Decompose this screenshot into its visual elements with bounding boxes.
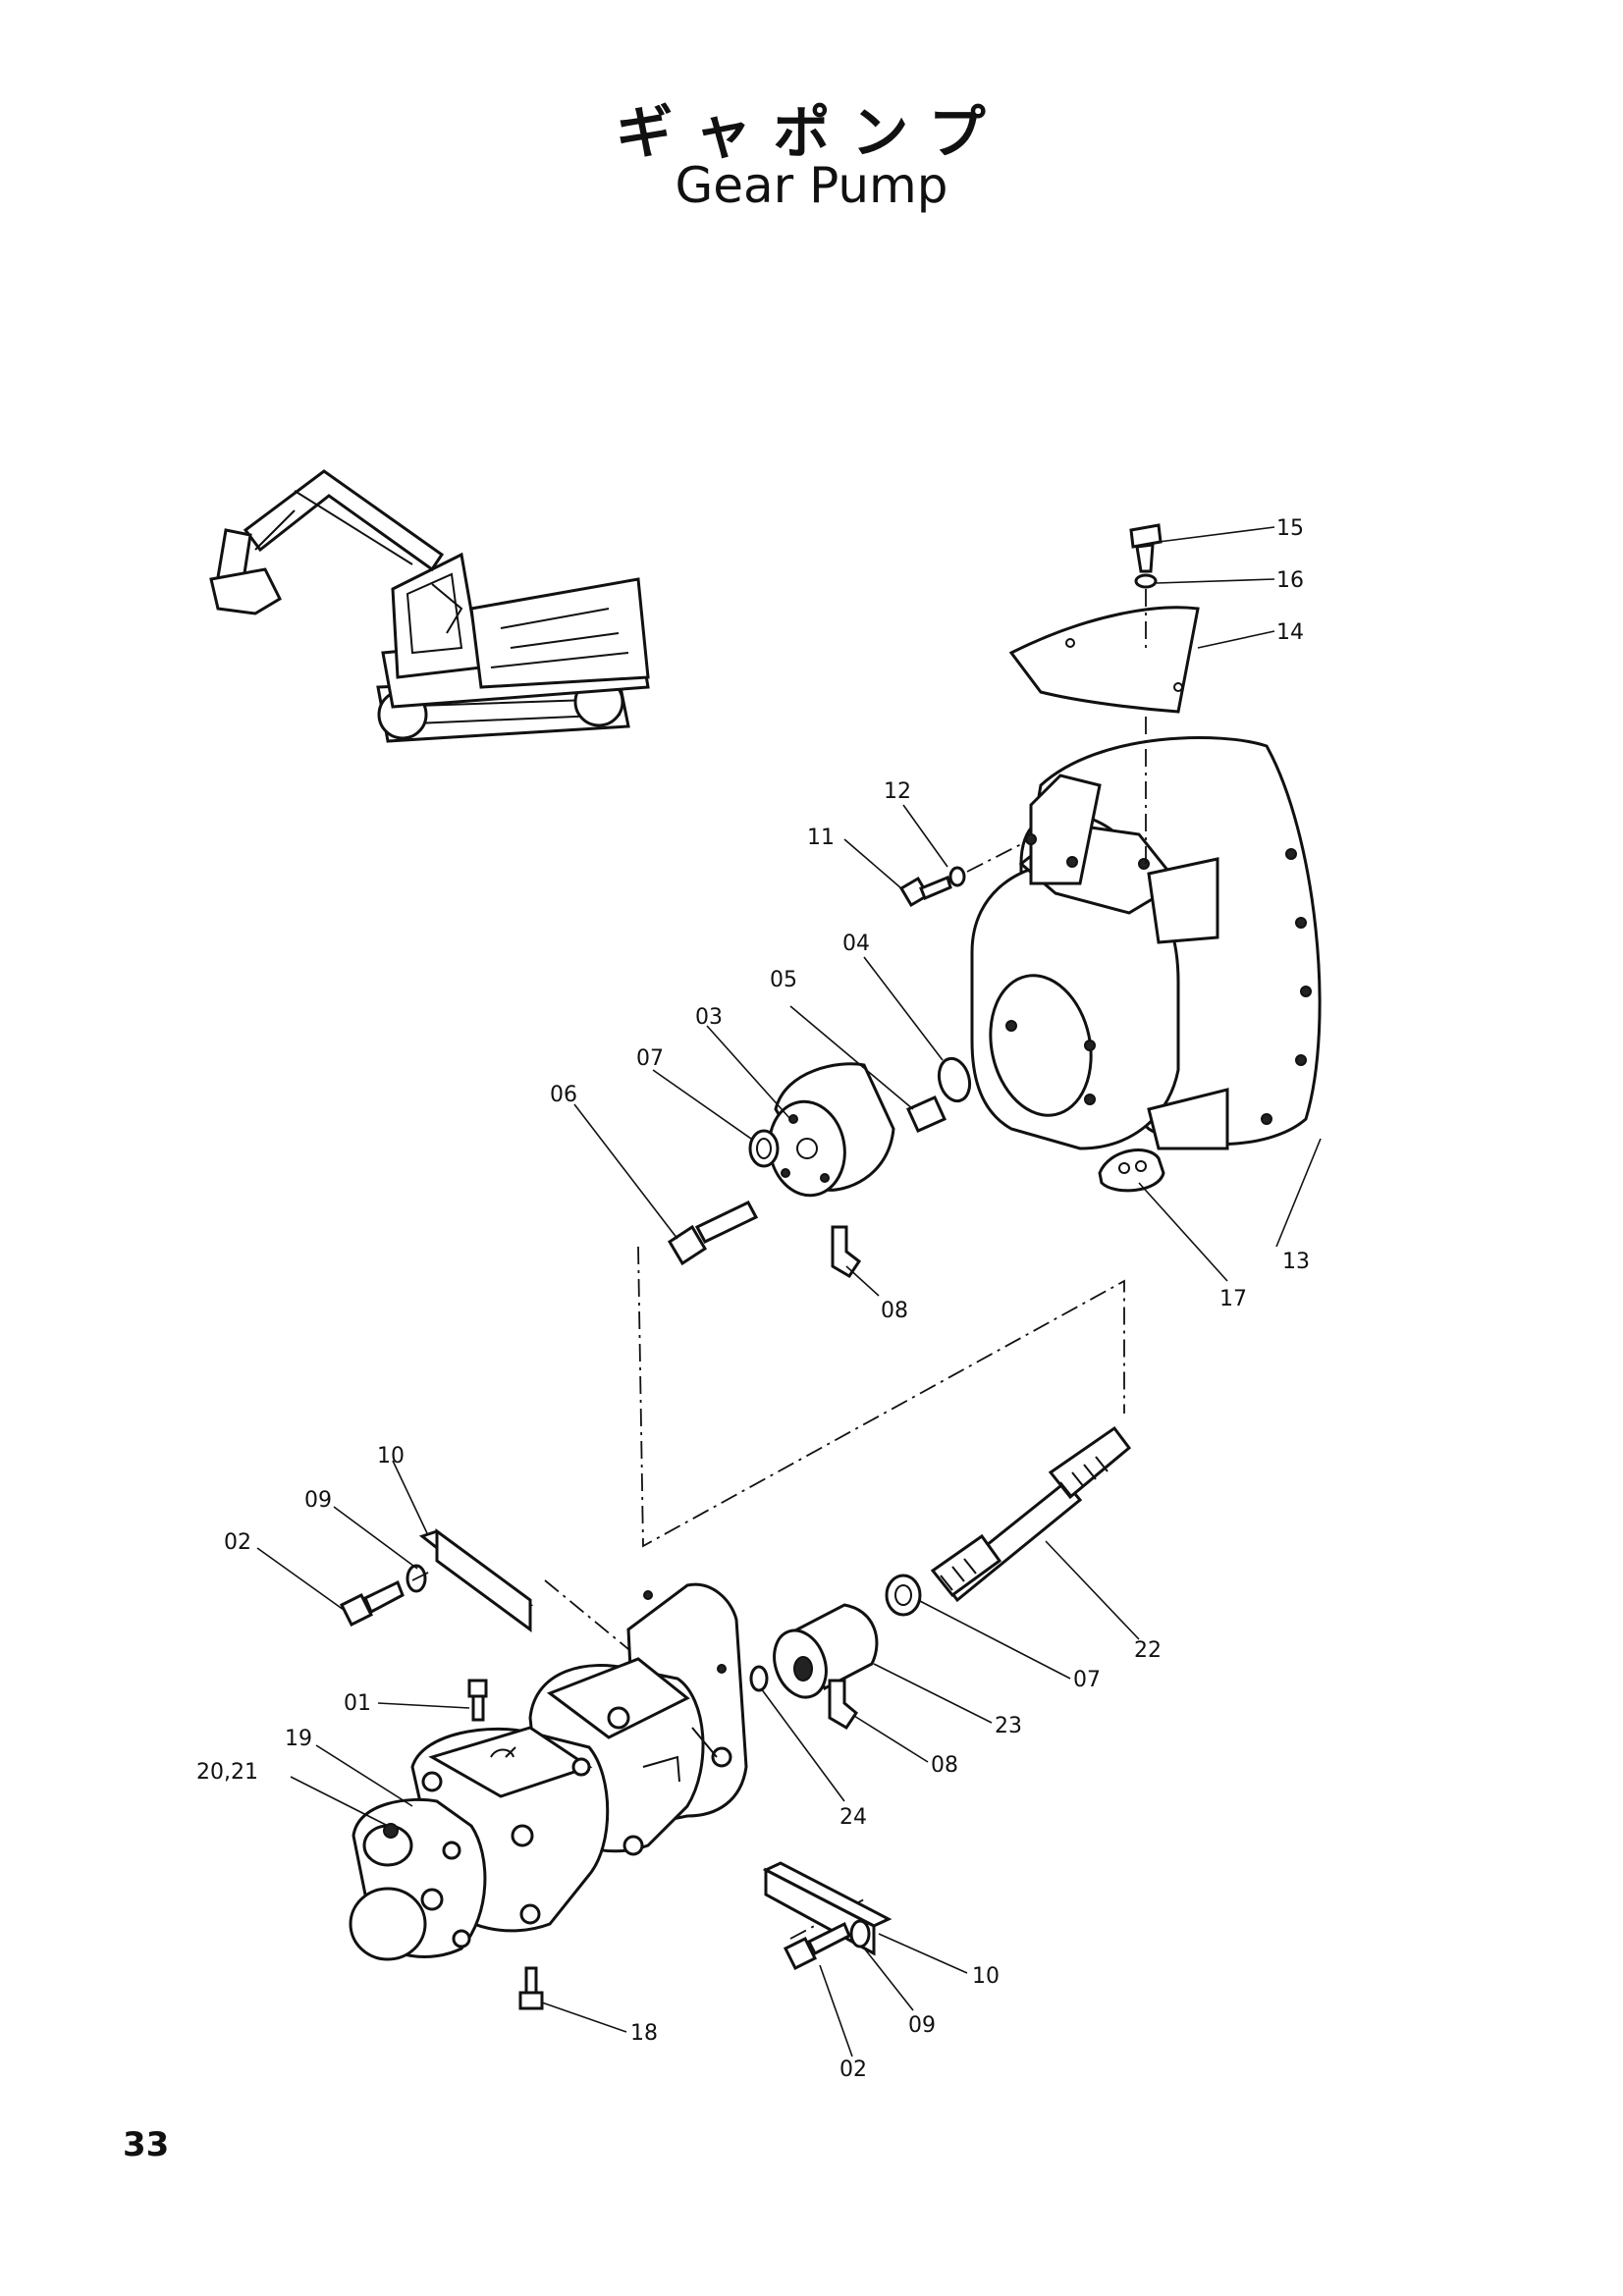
label-03: 03 [695,1005,723,1030]
label-23: 23 [995,1714,1022,1738]
part-15-bolt [1129,523,1163,573]
label-18: 18 [630,2021,658,2046]
part-23-coupling [773,1603,879,1699]
label-07-lower: 07 [1073,1668,1101,1692]
part-06-bolt [667,1201,759,1266]
part-07-seal-lower [885,1574,922,1617]
part-12-washer [948,866,966,887]
part-04-o-ring [937,1056,972,1103]
part-07-seal-upper [748,1129,780,1168]
label-20-21: 20,21 [196,1760,258,1785]
part-05-pin [906,1095,947,1133]
label-10-lower: 10 [972,1964,1000,1989]
assembly-line-upper-plate [411,1570,433,1581]
label-09-upper: 09 [304,1488,332,1513]
label-04: 04 [842,932,870,956]
label-19: 19 [285,1727,312,1751]
leader-lines [256,526,1322,2057]
part-01-bolt [467,1679,488,1722]
label-13: 13 [1282,1250,1310,1274]
part-08-fitting-lower [828,1679,858,1731]
excavator-locator-illustration [209,469,650,743]
label-24: 24 [839,1805,867,1830]
label-14: 14 [1276,620,1304,645]
label-02-upper: 02 [224,1530,251,1555]
part-14-cover-plate [1008,606,1200,714]
label-08-lower: 08 [931,1753,958,1778]
gear-pump-assembly [349,1582,748,1961]
label-16: 16 [1276,568,1304,593]
part-02-bolt-upper [339,1579,405,1628]
part-24-snap-ring [749,1665,769,1692]
label-09-lower: 09 [908,2013,936,2038]
part-09-spacer-lower [849,1919,871,1949]
label-02-lower: 02 [839,2057,867,2082]
title-japanese: ギャポンプ [616,99,1007,166]
assembly-line-flange [544,1579,629,1650]
label-06: 06 [550,1083,577,1107]
part-03-adapter [768,1062,895,1198]
assembly-line-main [637,1246,1125,1548]
part-02-bolt-lower [783,1921,851,1971]
label-17: 17 [1219,1287,1247,1311]
part-labels: 15 16 14 12 11 04 05 03 07 06 08 17 13 1… [196,516,1310,2082]
part-10-plate-upper [418,1528,534,1632]
label-08-upper: 08 [881,1299,908,1323]
assembly-line-11 [966,843,1022,873]
part-22-shaft [930,1425,1132,1603]
label-07-upper: 07 [636,1046,664,1071]
label-12: 12 [884,779,911,804]
label-01: 01 [344,1691,371,1716]
label-05: 05 [770,968,797,992]
page-number: 33 [123,2125,170,2164]
part-16-washer [1134,573,1158,589]
title-english: Gear Pump [675,157,948,214]
label-11: 11 [807,826,835,850]
label-22: 22 [1134,1638,1162,1663]
part-11-bolt [898,875,952,908]
part-18-bolt [518,1966,544,2010]
label-10-upper: 10 [377,1444,405,1468]
part-17-cap [1098,1148,1165,1193]
label-15: 15 [1276,516,1304,541]
part-08-fitting-upper [831,1225,862,1279]
part-13-housing [970,736,1322,1150]
